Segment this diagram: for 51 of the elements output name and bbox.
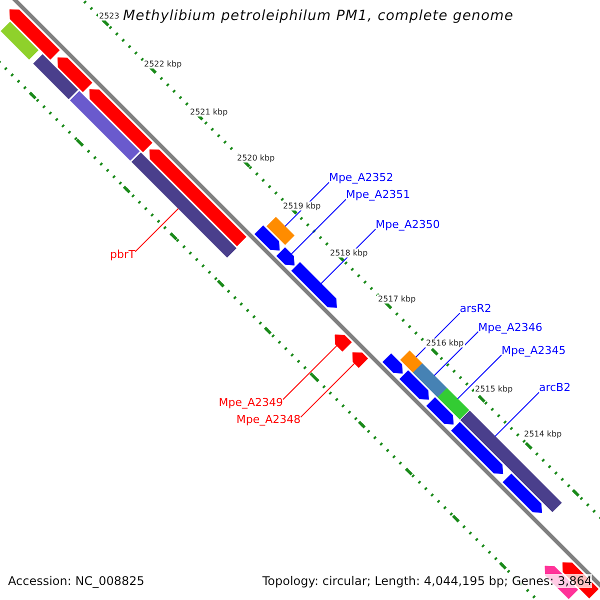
gene-label: Mpe_A2349: [218, 396, 283, 409]
scale-label: 2514 kbp: [523, 430, 563, 438]
gene-label: Mpe_A2345: [501, 344, 566, 357]
leader-line: [434, 331, 479, 376]
gene-bar: [412, 363, 448, 398]
gene-feature: [276, 247, 295, 266]
gene-feature: [291, 262, 337, 308]
leader-line: [291, 198, 346, 254]
gene-bar: [400, 350, 423, 373]
gene-feature: [382, 353, 403, 374]
gene-label: arcB2: [538, 381, 571, 394]
gene-bar: [33, 54, 78, 100]
leader-line: [494, 392, 540, 437]
gene-feature: [89, 89, 152, 152]
scale-label: 2519 kbp: [282, 202, 322, 210]
title: Methylibium petroleiphilum PM1, complete genome: [123, 8, 514, 24]
gene-bar: [266, 216, 295, 245]
accession-text: Accession: NC_008825: [8, 574, 144, 588]
scale-label: 2517 kbp: [377, 294, 417, 304]
gene-feature: [334, 334, 352, 352]
gene-feature: [451, 422, 504, 474]
leader-line: [300, 363, 355, 418]
scale-label: 2522 kbp: [143, 60, 183, 68]
gene-label: Mpe_A2350: [376, 218, 440, 232]
scale-label: 2521 kbp: [189, 108, 229, 116]
scale-label: 2523: [98, 12, 120, 20]
gene-bar: [70, 90, 140, 161]
gene-label: Mpe_A2346: [478, 320, 542, 334]
gene-feature: [502, 474, 542, 513]
gene-feature: [352, 352, 368, 368]
gene-bar: [438, 388, 470, 420]
scale-label: 2520 kbp: [236, 154, 276, 162]
leader-line: [457, 354, 502, 400]
gene-feature: [9, 9, 60, 60]
scale-label: 2518 kbp: [329, 248, 369, 258]
genome-summary: Topology: circular; Length: 4,044,195 bp; Genes: 3,864: [262, 574, 592, 588]
gene-feature: [254, 225, 280, 251]
gene-label: Mpe_A2348: [236, 413, 301, 426]
gene-bar: [0, 22, 39, 60]
gene-bar: [460, 410, 562, 512]
leader-line: [134, 208, 179, 252]
gene-label: Mpe_A2352: [328, 171, 394, 184]
gene-label: Mpe_A2351: [346, 188, 410, 202]
leader-line: [282, 345, 338, 400]
scale-label: 2515 kbp: [474, 384, 514, 394]
gene-feature: [58, 57, 92, 92]
gene-label: arsR2: [460, 302, 492, 316]
gene-feature: [426, 397, 454, 425]
scale-label: 2516 kbp: [425, 338, 465, 348]
gene-label: pbrT: [110, 248, 136, 261]
gene-feature: [399, 370, 429, 400]
